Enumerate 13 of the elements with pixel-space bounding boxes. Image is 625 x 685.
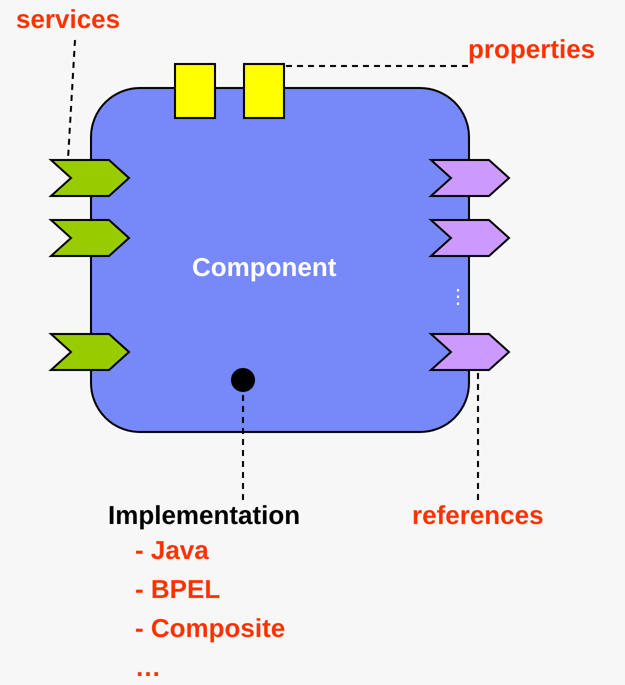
- leader-line: [477, 371, 479, 500]
- ellipsis-mark: ⋮: [448, 285, 468, 309]
- list-item: - Composite: [134, 612, 286, 646]
- callout-label: properties: [468, 34, 596, 66]
- leader-line: [242, 392, 244, 500]
- leader-line: [285, 65, 468, 67]
- list-item: - Java: [134, 534, 210, 568]
- callout-label: Implementation: [108, 500, 300, 532]
- component-title: Component: [192, 252, 336, 284]
- callout-label: references: [412, 500, 544, 532]
- list-item: …: [134, 651, 162, 684]
- list-item: - BPEL: [134, 573, 222, 606]
- callout-label: services: [16, 4, 120, 36]
